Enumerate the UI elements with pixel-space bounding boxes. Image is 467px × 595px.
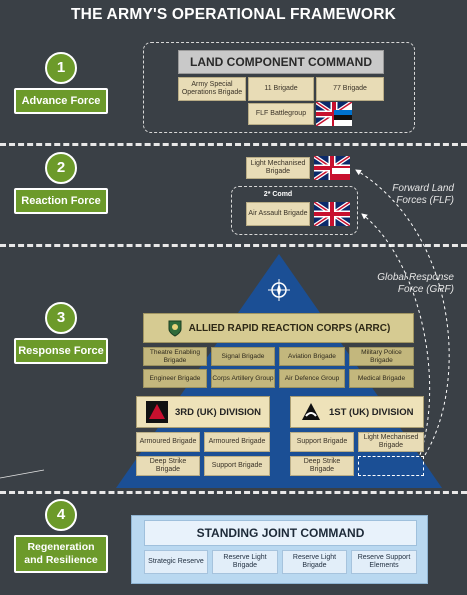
1st-uk-division-header: 1ST (UK) DIVISION xyxy=(290,396,424,428)
1st-division-emblem-icon xyxy=(299,400,323,424)
grf-dashed-slot xyxy=(358,456,424,476)
section-divider xyxy=(0,143,467,146)
unit-armoured-brigade-2: Armoured Brigade xyxy=(204,432,270,452)
unit-engineer-brigade: Engineer Brigade xyxy=(143,369,207,388)
page-title: THE ARMY'S OPERATIONAL FRAMEWORK xyxy=(71,6,396,23)
arrc-header-text: ALLIED RAPID REACTION CORPS (ARRC) xyxy=(188,322,391,334)
unit-military-police-brigade: Military Police Brigade xyxy=(349,347,414,366)
unit-aviation-brigade: Aviation Brigade xyxy=(279,347,345,366)
unit-deep-strike-brigade-3div: Deep Strike Brigade xyxy=(136,456,200,476)
section-divider xyxy=(0,491,467,494)
arrc-header: ALLIED RAPID REACTION CORPS (ARRC) xyxy=(143,313,414,343)
arrc-crest-icon xyxy=(168,320,182,337)
unit-support-brigade-3div: Support Brigade xyxy=(204,456,270,476)
3rd-uk-division-header: 3RD (UK) DIVISION xyxy=(136,396,270,428)
union-flag-icon xyxy=(314,202,350,226)
land-component-command-header: LAND COMPONENT COMMAND xyxy=(178,50,384,74)
tier-name: Regeneration and Resilience xyxy=(14,535,108,573)
tier-number: 1 xyxy=(45,52,77,84)
unit-signal-brigade: Signal Brigade xyxy=(211,347,275,366)
unit-deep-strike-brigade-1div: Deep Strike Brigade xyxy=(290,456,354,476)
unit-reserve-light-brigade-1: Reserve Light Brigade xyxy=(212,550,278,574)
unit-strategic-reserve: Strategic Reserve xyxy=(144,550,208,574)
2-star-comd-label: 2* Comd xyxy=(263,191,293,198)
unit-army-special-ops-brigade: Army Special Operations Brigade xyxy=(178,77,246,101)
unit-77-brigade: 77 Brigade xyxy=(316,77,384,101)
tier-reaction-force: 2 Reaction Force xyxy=(14,152,108,214)
sjc-header: STANDING JOINT COMMAND xyxy=(144,520,417,546)
3rd-division-title: 3RD (UK) DIVISION xyxy=(175,406,262,418)
tier-advance-force: 1 Advance Force xyxy=(14,52,108,114)
tier-regeneration-resilience: 4 Regeneration and Resilience xyxy=(14,499,108,573)
tier-number: 3 xyxy=(45,302,77,334)
1st-division-title: 1ST (UK) DIVISION xyxy=(329,406,414,418)
section-divider xyxy=(0,244,467,247)
unit-light-mechanised-brigade-reaction: Light Mechanised Brigade xyxy=(246,157,310,179)
tier-name: Response Force xyxy=(14,338,108,364)
unit-air-defence-group: Air Defence Group xyxy=(279,369,345,388)
flf-note: Forward Land Forces (FLF) xyxy=(392,183,454,206)
tier-number: 4 xyxy=(45,499,77,531)
union-estonia-flag-icon xyxy=(316,102,352,126)
unit-armoured-brigade-1: Armoured Brigade xyxy=(136,432,200,452)
unit-reserve-support-elements: Reserve Support Elements xyxy=(351,550,417,574)
grf-note: Global Response Force (GRF) xyxy=(377,272,454,295)
3rd-division-emblem-icon xyxy=(145,400,169,424)
unit-11-brigade: 11 Brigade xyxy=(248,77,314,101)
unit-corps-artillery-group: Corps Artillery Group xyxy=(211,369,275,388)
unit-support-brigade-1div: Support Brigade xyxy=(290,432,354,452)
tier-number: 2 xyxy=(45,152,77,184)
nato-compass-icon xyxy=(268,279,290,301)
tier-name: Advance Force xyxy=(14,88,108,114)
air-assault-box xyxy=(231,186,358,235)
unit-flf-battlegroup: FLF Battlegroup xyxy=(248,103,314,125)
unit-theatre-enabling-brigade: Theatre Enabling Brigade xyxy=(143,347,207,366)
unit-medical-brigade: Medical Brigade xyxy=(349,369,414,388)
unit-air-assault-brigade: Air Assault Brigade xyxy=(246,202,310,226)
advance-force-box xyxy=(143,42,415,133)
union-poland-flag-icon xyxy=(314,156,350,180)
tier-name: Reaction Force xyxy=(14,188,108,214)
unit-reserve-light-brigade-2: Reserve Light Brigade xyxy=(282,550,347,574)
unit-light-mechanised-brigade-1div: Light Mechanised Brigade xyxy=(358,432,424,452)
tier-response-force: 3 Response Force xyxy=(14,302,108,364)
